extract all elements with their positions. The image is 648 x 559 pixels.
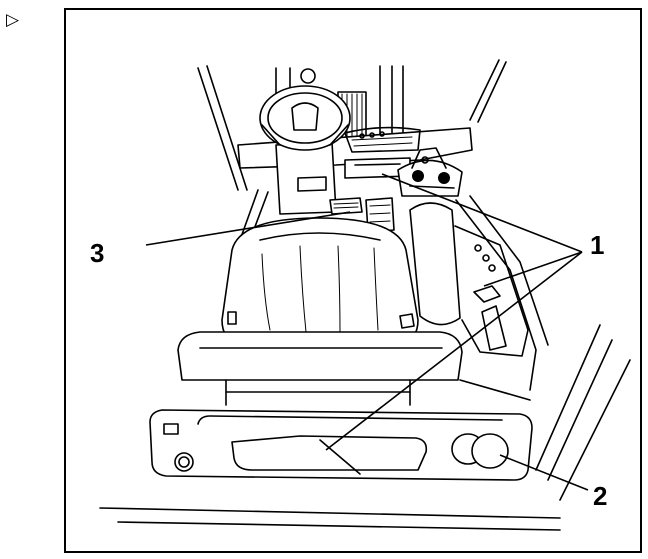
dashboard (237, 126, 473, 179)
callout-leaders (145, 173, 589, 491)
callout-1: 1 (590, 230, 604, 260)
rear-panel (149, 409, 533, 481)
callout-3: 3 (90, 238, 104, 268)
steering-wheel (259, 85, 351, 215)
armrest-controls (409, 202, 529, 357)
chassis-outline (99, 189, 631, 531)
figure-frame (64, 8, 642, 553)
bullet-marker-icon: ▷ (6, 10, 20, 30)
operator-seat (177, 217, 463, 406)
callout-2: 2 (593, 481, 607, 511)
